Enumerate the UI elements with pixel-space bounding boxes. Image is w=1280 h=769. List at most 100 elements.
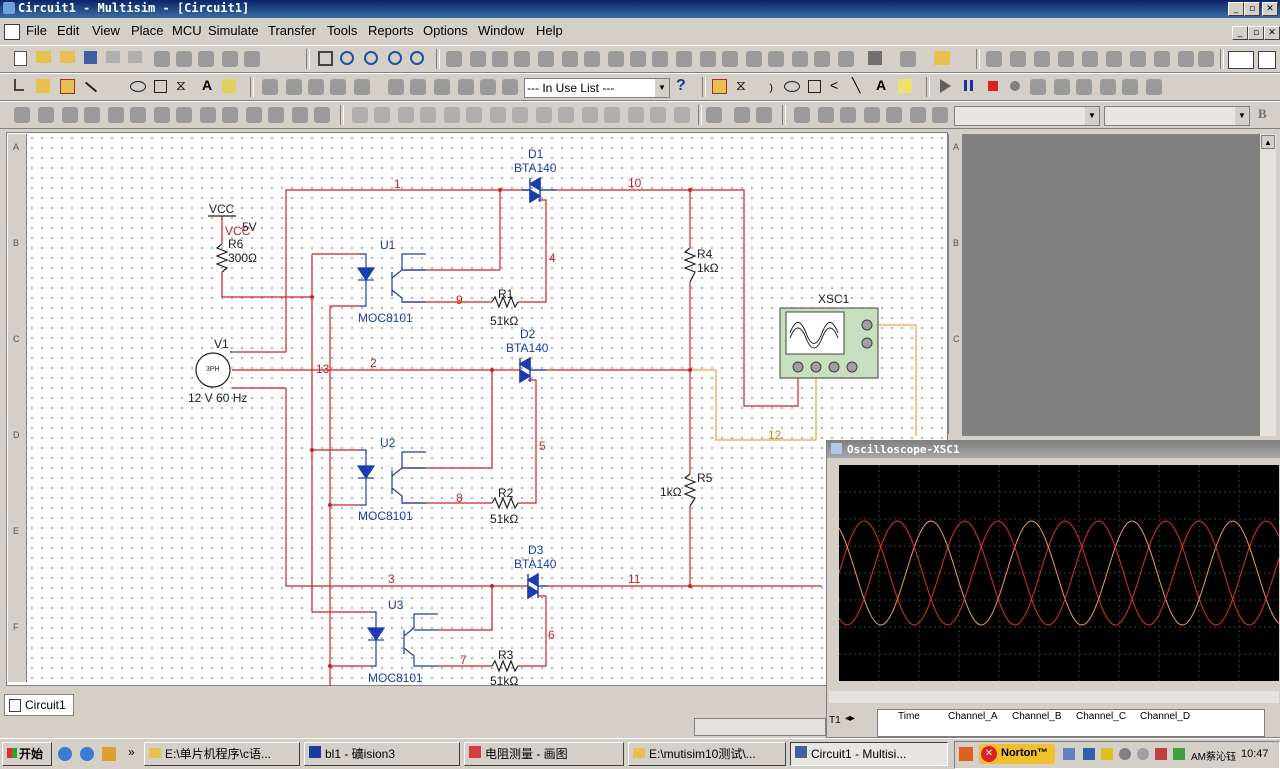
cut-icon[interactable]: [154, 51, 170, 67]
task-multisim[interactable]: Circuit1 - Multisi...: [790, 742, 948, 766]
instrument-multimeter-icon[interactable]: [986, 51, 1002, 67]
component-misc2-icon[interactable]: [604, 107, 620, 123]
instrument-counter-icon[interactable]: [1130, 51, 1146, 67]
norton-badge[interactable]: ✕ Norton™: [979, 744, 1055, 764]
place-hb-icon[interactable]: [712, 79, 727, 94]
print-preview-icon[interactable]: [128, 51, 142, 63]
component-basic-icon[interactable]: [38, 107, 54, 123]
instrument-word-gen-icon[interactable]: [1154, 51, 1170, 67]
quicklaunch-ie-icon[interactable]: [58, 747, 72, 761]
place-wire-icon[interactable]: [14, 79, 24, 91]
component-sc-icon[interactable]: [582, 107, 598, 123]
instrument-logic-converter-icon[interactable]: [1198, 51, 1214, 67]
step-into-icon[interactable]: [1030, 79, 1046, 95]
component-ttl-icon[interactable]: [130, 107, 146, 123]
component-bus-icon[interactable]: [466, 107, 482, 123]
menu-simulate[interactable]: Simulate: [208, 23, 259, 38]
grapher-icon[interactable]: [538, 51, 554, 67]
tray-app2-icon[interactable]: [1137, 748, 1149, 760]
report2-icon[interactable]: [932, 107, 948, 123]
vertical-scrollbar[interactable]: ▲: [1260, 134, 1276, 436]
tray-security-icon[interactable]: [1083, 748, 1095, 760]
back-annotate-icon[interactable]: [608, 51, 624, 67]
menu-transfer[interactable]: Transfer: [268, 23, 316, 38]
menu-view[interactable]: View: [92, 23, 120, 38]
quicklaunch-more-icon[interactable]: »: [128, 745, 135, 759]
netlist-icon[interactable]: [676, 51, 692, 67]
back-icon[interactable]: [480, 79, 496, 95]
save-icon[interactable]: [84, 51, 97, 64]
redo-icon[interactable]: [244, 51, 260, 67]
component-wizard-icon[interactable]: [514, 51, 530, 67]
place-comment-icon[interactable]: [222, 79, 236, 93]
canvas-hscrollbar[interactable]: [694, 718, 826, 736]
scroll-up-icon[interactable]: ▲: [1261, 135, 1275, 149]
graph-icon[interactable]: [706, 107, 722, 123]
component-source-icon[interactable]: [14, 107, 30, 123]
place-text-icon[interactable]: A: [202, 77, 213, 93]
menu-place[interactable]: Place: [131, 23, 164, 38]
component-misc-digital-icon[interactable]: [200, 107, 216, 123]
chevron-down-icon[interactable]: ▼: [1085, 107, 1099, 125]
bold-icon[interactable]: B: [1258, 106, 1267, 121]
zoom-fit-icon[interactable]: [410, 51, 424, 65]
component-meter-icon[interactable]: [674, 107, 690, 123]
instrument-function-generator-icon[interactable]: [1010, 51, 1026, 67]
oscilloscope-title-bar[interactable]: Oscilloscope-XSC1: [827, 441, 1280, 458]
spreadsheet-view-icon[interactable]: [286, 79, 302, 95]
instrument-logic-analyzer-icon[interactable]: [1178, 51, 1194, 67]
tray-network-icon[interactable]: [1063, 748, 1075, 760]
menu-reports[interactable]: Reports: [368, 23, 414, 38]
component-advanced-icon[interactable]: [314, 107, 330, 123]
component-transistor-icon[interactable]: [84, 107, 100, 123]
pause-simulation-icon[interactable]: [964, 80, 973, 91]
step-out-icon[interactable]: [1076, 79, 1092, 95]
new-file-icon[interactable]: [14, 51, 27, 66]
component-connector-icon[interactable]: [420, 107, 436, 123]
component-misc-icon[interactable]: [292, 107, 308, 123]
start-button[interactable]: 开始: [2, 742, 52, 766]
full-screen-icon[interactable]: [318, 51, 333, 66]
task-folder-2[interactable]: E:\mutisim10测试\...: [628, 742, 786, 766]
edit-component-icon[interactable]: [330, 79, 346, 95]
bus-icon[interactable]: [792, 51, 808, 67]
clear-erc-icon[interactable]: [434, 79, 450, 95]
component-sb-icon[interactable]: [558, 107, 574, 123]
doc-minimize-button[interactable]: _: [1232, 26, 1248, 40]
component-rf-icon[interactable]: [352, 107, 368, 123]
postprocessor-icon[interactable]: [562, 51, 578, 67]
line-icon[interactable]: ╲: [852, 77, 861, 93]
undo-icon[interactable]: [222, 51, 238, 67]
component-ladder-icon[interactable]: [490, 107, 506, 123]
description-icon[interactable]: [388, 79, 404, 95]
power-source-icon[interactable]: [934, 51, 950, 65]
forward-icon[interactable]: [502, 79, 518, 95]
subcircuit-icon[interactable]: [838, 51, 854, 67]
in-use-list-dropdown[interactable]: --- In Use List --- ▼: [524, 78, 670, 98]
menu-help[interactable]: Help: [536, 23, 563, 38]
design-toolbox-icon[interactable]: [446, 51, 462, 67]
oscilloscope-window[interactable]: Oscilloscope-XSC1 T1 ◂▸ Time Channel_A C…: [826, 440, 1280, 738]
minimize-button[interactable]: _: [1228, 2, 1244, 16]
grapher2-icon[interactable]: [840, 107, 856, 123]
report-icon[interactable]: [722, 51, 738, 67]
text-icon[interactable]: A: [876, 77, 887, 93]
zoom-out-icon[interactable]: [364, 51, 378, 65]
schematic-canvas[interactable]: [6, 132, 948, 686]
menu-mcu[interactable]: MCU: [172, 23, 202, 38]
step-over-icon[interactable]: [1054, 79, 1070, 95]
toggle-breakpoint-icon[interactable]: [1122, 79, 1138, 95]
help-icon[interactable]: ?: [676, 77, 686, 94]
multiline-icon[interactable]: <: [830, 77, 839, 93]
font-dropdown[interactable]: ▼: [1104, 106, 1250, 126]
arc-icon[interactable]: ﹚: [764, 79, 778, 95]
task-uvision[interactable]: bl1 - 礦ision3: [304, 742, 460, 766]
forward-annotate-icon[interactable]: [630, 51, 646, 67]
hierarchy-view-icon[interactable]: [262, 79, 278, 95]
cross-ref-icon[interactable]: [746, 51, 762, 67]
quicklaunch-app-icon[interactable]: [102, 747, 116, 761]
instrument-distortion-icon[interactable]: [1228, 51, 1254, 69]
instrument-4ch-scope-icon[interactable]: [1082, 51, 1098, 67]
menu-tools[interactable]: Tools: [327, 23, 358, 38]
scope-hscrollbar[interactable]: [829, 691, 1279, 703]
